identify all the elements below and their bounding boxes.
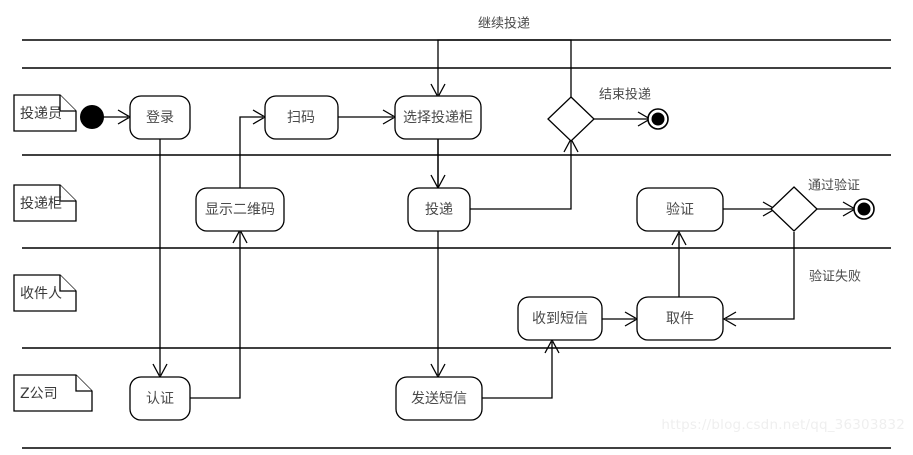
initial-node[interactable]	[80, 105, 104, 129]
edge-label-verify-pass: 通过验证	[808, 178, 860, 194]
edge-label-continue-delivery: 继续投递	[478, 16, 530, 32]
edge-auth-to-showqr	[190, 232, 241, 399]
node-show-qr[interactable]: 显示二维码	[195, 187, 285, 232]
node-receive-sms-label: 收到短信	[532, 311, 588, 327]
node-deliver[interactable]: 投递	[407, 187, 471, 232]
node-deliver-label: 投递	[425, 202, 453, 218]
node-login-label: 登录	[146, 110, 174, 126]
final-node-delivery[interactable]	[647, 108, 669, 130]
watermark-text: https://blog.csdn.net/qq_36303832	[661, 417, 905, 433]
node-verify-label: 验证	[666, 202, 694, 218]
decision-node-verify[interactable]	[770, 186, 818, 232]
decision-node-delivery[interactable]	[547, 96, 595, 142]
lane-tag-locker: 投递柜	[13, 184, 77, 222]
final-node-verify[interactable]	[853, 198, 875, 220]
lane-tags: 投递员 投递柜 收件人 Z公司	[13, 94, 93, 412]
lane-label-receiver: 收件人	[20, 286, 62, 302]
arrowhead-pickup-to-verify	[671, 230, 687, 246]
node-verify[interactable]: 验证	[636, 187, 724, 232]
edge-decision2-to-pickup-fail	[726, 232, 795, 320]
edge-deliver-to-decision1	[470, 141, 572, 210]
lane-label-company: Z公司	[20, 386, 58, 402]
node-send-sms[interactable]: 发送短信	[395, 376, 483, 421]
lane-tag-receiver: 收件人	[13, 274, 77, 312]
edge-labels: 继续投递 结束投递 通过验证 验证失败	[478, 16, 861, 285]
node-choose-locker[interactable]: 选择投递柜	[394, 95, 482, 140]
edge-label-end-delivery: 结束投递	[599, 87, 651, 103]
node-auth[interactable]: 认证	[129, 376, 191, 421]
lane-label-courier: 投递员	[20, 106, 62, 122]
edge-label-verify-fail: 验证失败	[809, 269, 861, 285]
swimlane-dividers	[22, 39, 891, 449]
lane-tag-company: Z公司	[13, 374, 93, 412]
node-choose-locker-label: 选择投递柜	[403, 110, 473, 126]
node-show-qr-label: 显示二维码	[205, 202, 275, 218]
edges	[103, 39, 857, 399]
arrowhead-decision2-to-pickup-fail	[722, 311, 737, 327]
node-receive-sms[interactable]: 收到短信	[517, 296, 603, 341]
node-login[interactable]: 登录	[129, 95, 191, 140]
node-pickup-label: 取件	[666, 311, 694, 327]
node-auth-label: 认证	[146, 391, 174, 407]
node-scan[interactable]: 扫码	[264, 95, 339, 140]
lane-tag-courier: 投递员	[13, 94, 77, 132]
node-scan-label: 扫码	[287, 110, 315, 126]
edge-showqr-to-scan	[239, 116, 263, 188]
node-pickup[interactable]: 取件	[636, 296, 724, 341]
node-send-sms-label: 发送短信	[411, 391, 467, 407]
edge-sendsms-to-recvsms	[482, 342, 553, 399]
nodes: 登录 扫码 选择投递柜 显示二维码	[80, 95, 875, 421]
edge-decision1-to-choose-loop	[437, 39, 572, 98]
lane-label-locker: 投递柜	[20, 196, 62, 212]
